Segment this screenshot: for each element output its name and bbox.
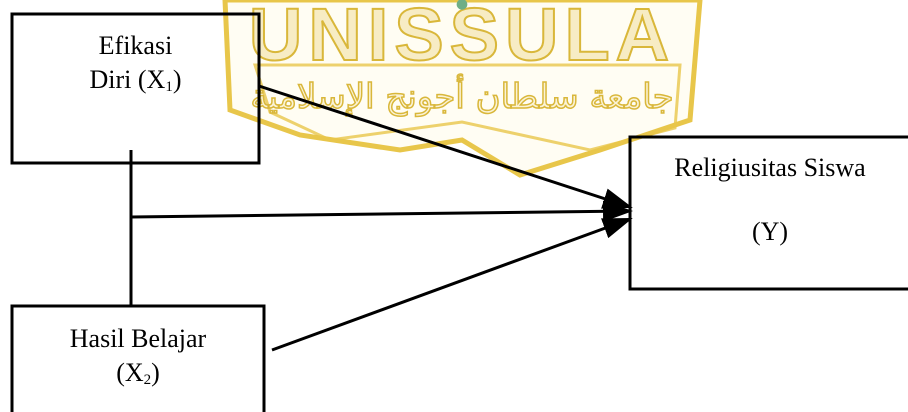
efikasi-line2: Diri (X1) [12, 63, 259, 104]
hasil-line1: Hasil Belajar [69, 324, 207, 353]
node-box-hasil [10, 304, 266, 412]
efikasi-line2-sub: 1 [165, 79, 173, 95]
node-label-religiusitas: Religiusitas Siswa (Y) [630, 150, 908, 250]
node-label-efikasi: Efikasi Diri (X1) [12, 29, 259, 104]
arrow-joint-to-y [130, 200, 633, 222]
efikasi-line1: Efikasi [98, 31, 173, 60]
hasil-line2-sub: 2 [143, 372, 152, 388]
religiusitas-line1: Religiusitas Siswa [674, 153, 866, 182]
hasil-line2-prefix: (X [116, 358, 144, 387]
hasil-line2: (X2) [12, 356, 264, 397]
node-label-hasil: Hasil Belajar (X2) [12, 322, 264, 397]
arrow-x1-to-y [258, 84, 633, 209]
hasil-line2-suffix: ) [151, 358, 160, 387]
efikasi-line2-suffix: ) [172, 65, 182, 94]
religiusitas-line2: (Y) [751, 217, 789, 246]
arrow-x2-to-y [271, 217, 633, 352]
efikasi-line2-prefix: Diri (X [89, 65, 166, 94]
node-box-efikasi [10, 12, 261, 165]
